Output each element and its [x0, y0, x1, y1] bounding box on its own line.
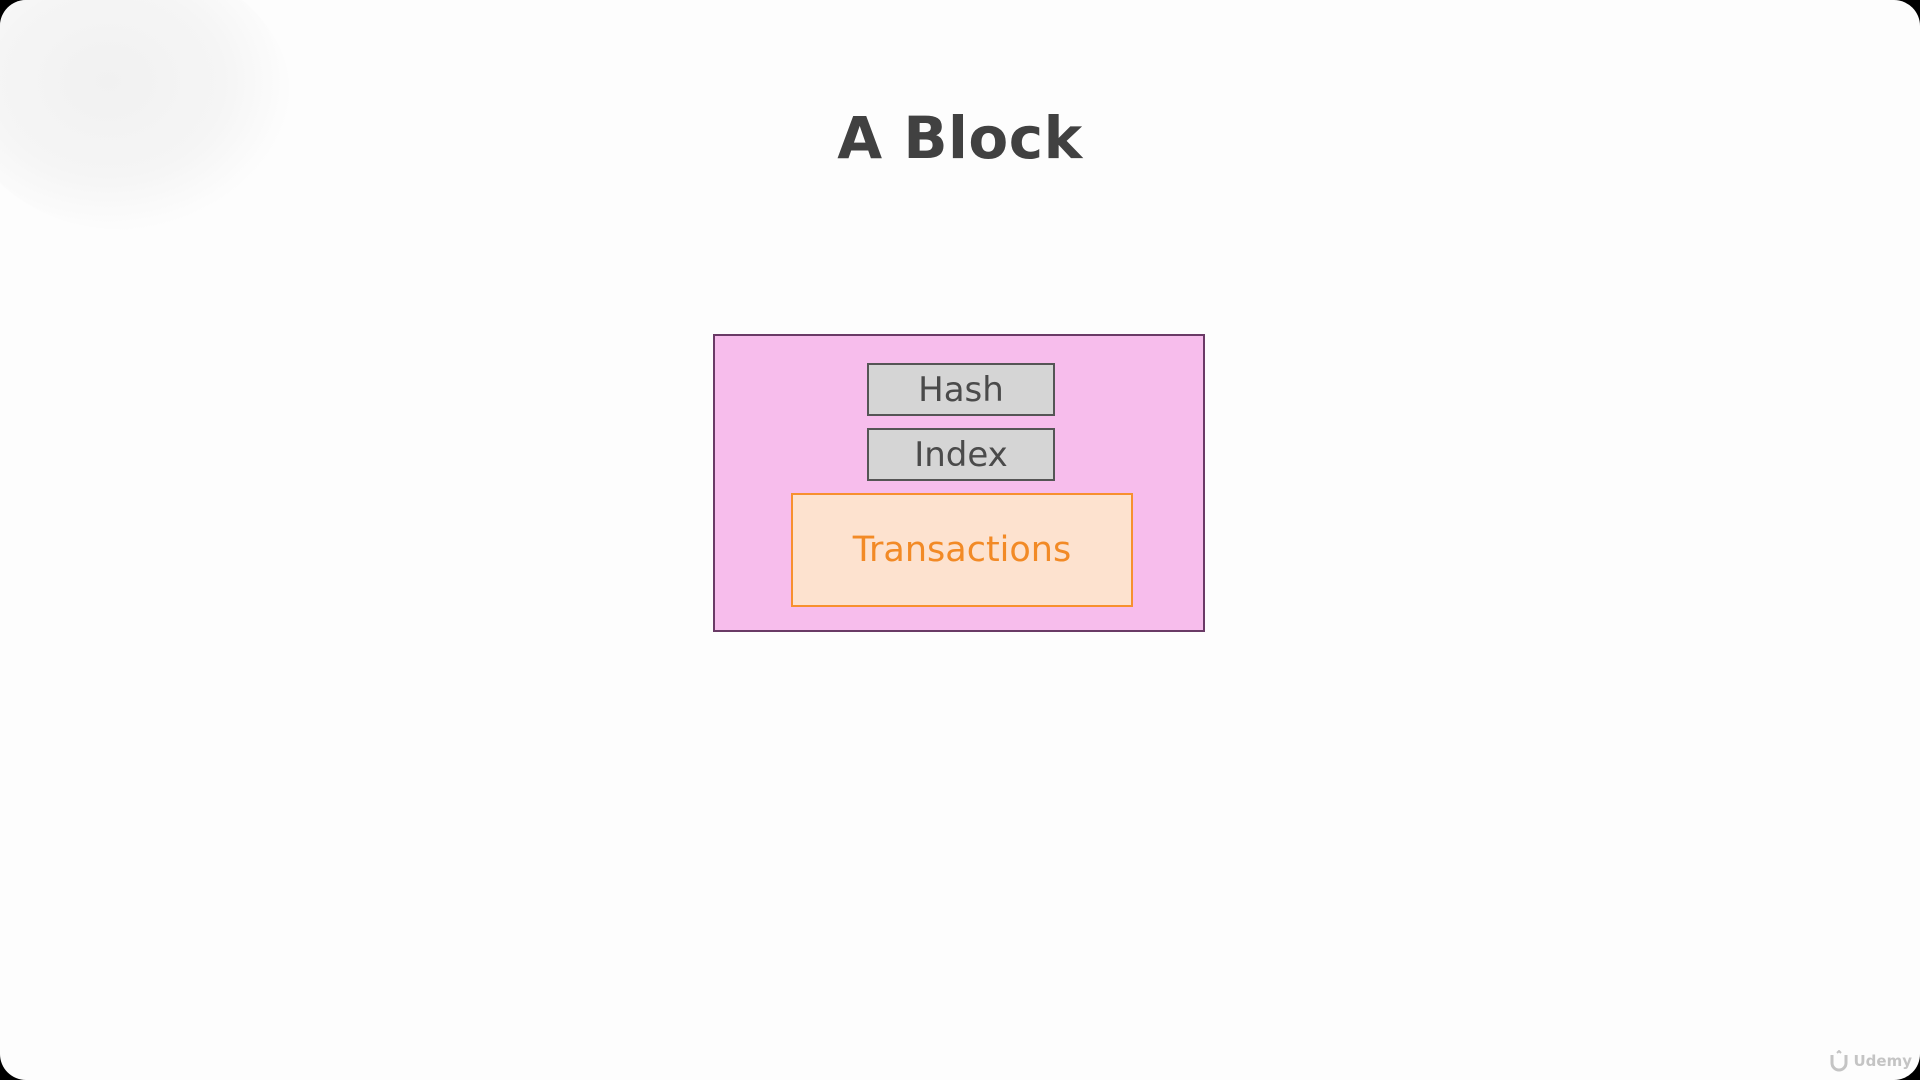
udemy-watermark: Udemy	[1828, 1050, 1913, 1072]
watermark-label: Udemy	[1853, 1052, 1913, 1070]
slide-title: A Block	[837, 104, 1083, 172]
udemy-logo-icon	[1830, 1050, 1847, 1072]
transactions-field: Transactions	[791, 493, 1133, 607]
block-diagram: Hash Index Transactions	[713, 334, 1205, 632]
hash-field: Hash	[867, 363, 1055, 416]
index-field: Index	[867, 428, 1055, 481]
